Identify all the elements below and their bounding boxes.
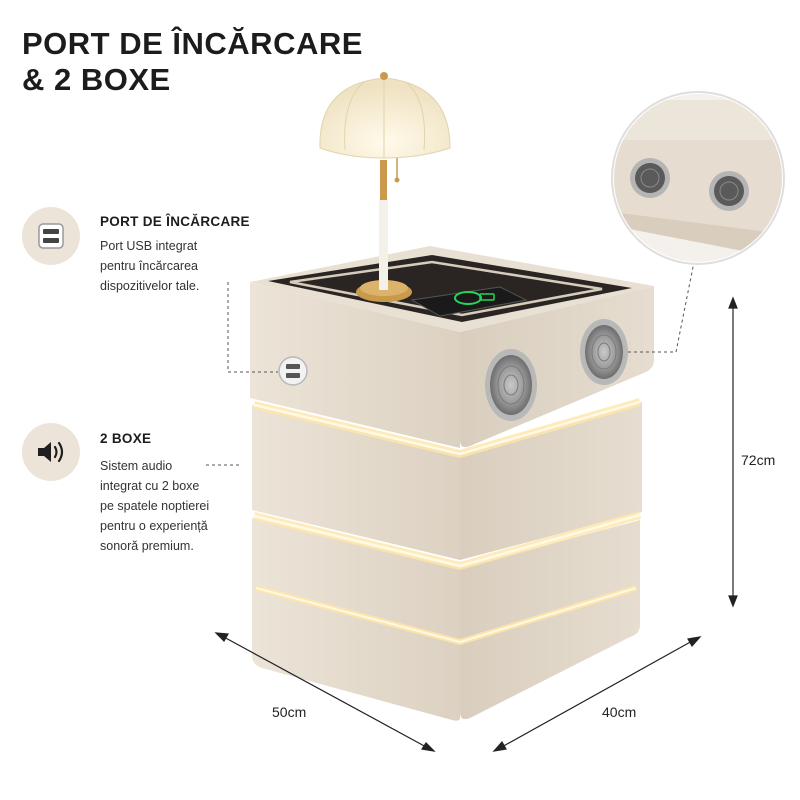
usb-feature-desc-line: pentru încărcarea (100, 259, 198, 273)
usb-feature-icon-badge (22, 207, 80, 265)
speaker-feature-title: 2 BOXE (100, 431, 152, 446)
page-title: PORT DE ÎNCĂRCARE & 2 BOXE (22, 26, 363, 98)
depth-dimension-label: 40cm (602, 704, 637, 720)
speaker-feature-icon-badge (22, 423, 80, 481)
usb-port (278, 356, 308, 386)
depth-dimension-arrow (492, 636, 702, 752)
table-lamp (319, 72, 451, 302)
cabinet-bottom-block (252, 518, 640, 721)
phone-on-charger (410, 286, 528, 317)
usb-feature-desc-line: Port USB integrat (100, 239, 198, 253)
usb-callout-line (227, 282, 278, 373)
speaker-feature-desc-line: sonoră premium. (100, 539, 194, 553)
speaker-feature-desc-line: integrat cu 2 boxe (100, 479, 200, 493)
usb-port-icon (38, 223, 64, 249)
speaker-feature-desc-line: pe spatele noptierei (100, 499, 210, 513)
speaker-left (485, 349, 537, 421)
title-line-1: PORT DE ÎNCĂRCARE (22, 26, 363, 61)
speaker-feature-desc-line: Sistem audio (100, 459, 173, 473)
speaker-icon (38, 441, 64, 463)
usb-feature-description: Port USB integrat pentru încărcarea disp… (100, 236, 199, 296)
speaker-feature-description: Sistem audio integrat cu 2 boxe pe spate… (100, 456, 209, 556)
usb-feature-desc-line: dispozitivelor tale. (100, 279, 200, 293)
speaker-right (580, 319, 628, 385)
title-line-2: & 2 BOXE (22, 62, 171, 97)
speaker-feature-desc-line: pentru o experiență (100, 519, 208, 533)
usb-feature-title: PORT DE ÎNCĂRCARE (100, 214, 250, 229)
width-dimension-arrow (214, 632, 436, 752)
speaker-zoom-circle (611, 91, 785, 265)
width-dimension-label: 50cm (272, 704, 307, 720)
height-dimension-arrow (728, 296, 738, 608)
height-dimension-label: 72cm (741, 452, 776, 468)
zoom-callout-line (628, 261, 695, 353)
